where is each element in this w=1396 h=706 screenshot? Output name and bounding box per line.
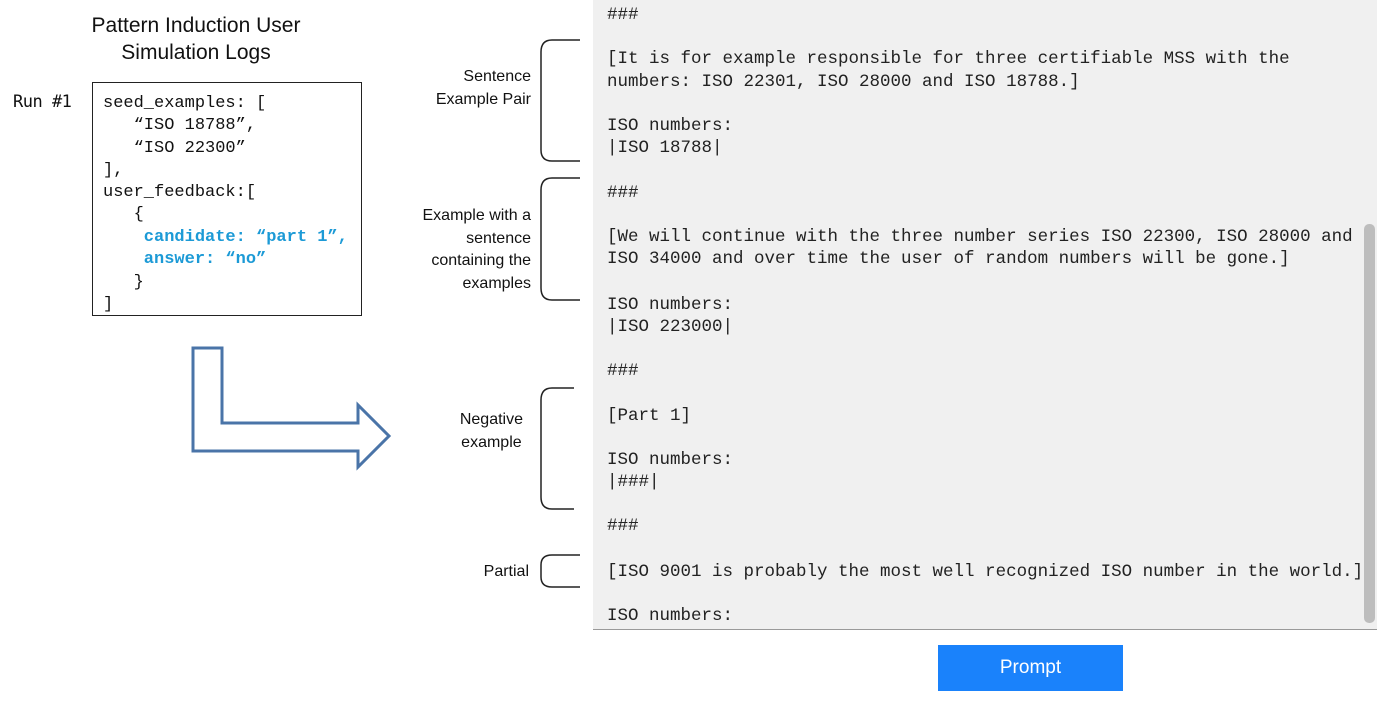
annotation-line: Example with a (422, 207, 532, 224)
code-line: ] (103, 295, 114, 314)
prompt-line: ISO numbers: (607, 116, 734, 136)
bracket-partial (540, 554, 580, 588)
code-line: { (103, 205, 144, 224)
bracket-sentence-example-pair (540, 39, 580, 162)
scrollbar-thumb[interactable] (1364, 224, 1375, 623)
code-line: seed_examples: [ (103, 94, 267, 113)
code-line: “ISO 18788”, (103, 116, 257, 135)
prompt-line: ### (607, 183, 639, 203)
bracket-negative-example (540, 387, 574, 510)
annotation-line: containing the (431, 252, 531, 269)
prompt-line: [We will continue with the three number … (607, 227, 1353, 247)
code-line: user_feedback:[ (103, 183, 257, 202)
prompt-line: ISO numbers: (607, 295, 734, 315)
annotation-line: Sentence (463, 68, 531, 85)
code-line: ], (103, 161, 124, 180)
feedback-answer: answer: “no” (103, 250, 267, 269)
annotation-example-with-sentence: Example with a sentence containing the e… (423, 205, 532, 295)
prompt-line: ISO 34000 and over time the user of rand… (607, 249, 1290, 269)
prompt-line: [Part 1] (607, 406, 692, 426)
annotation-line: Partial (483, 563, 529, 580)
logs-title-line-1: Pattern Induction User (91, 14, 301, 37)
annotation-sentence-example-pair: Sentence Example Pair (436, 66, 531, 111)
annotation-line: sentence (466, 229, 531, 247)
prompt-line: ISO numbers: (607, 606, 734, 626)
code-line: } (103, 273, 144, 292)
prompt-line: [It is for example responsible for three… (607, 49, 1290, 69)
prompt-line: ### (607, 5, 639, 25)
annotation-line: examples (462, 274, 531, 292)
annotation-negative-example: Negative example (460, 409, 523, 454)
annotation-line: example (461, 433, 522, 451)
annotation-line: Example Pair (435, 90, 531, 108)
code-line: “ISO 22300” (103, 139, 246, 158)
logs-title: Pattern Induction User Simulation Logs (60, 12, 332, 66)
bent-arrow-icon (191, 346, 392, 471)
prompt-line: [ISO 9001 is probably the most well reco… (607, 562, 1364, 582)
prompt-line: ISO numbers: (607, 450, 734, 470)
prompt-line: |###| (607, 472, 660, 492)
prompt-text-panel[interactable]: ### [It is for example responsible for t… (593, 0, 1377, 630)
prompt-line: |ISO 223000| (607, 317, 734, 337)
annotation-line: Negative (459, 411, 523, 428)
prompt-button[interactable]: Prompt (938, 645, 1123, 691)
logs-title-line-2: Simulation Logs (121, 41, 271, 64)
feedback-candidate: candidate: “part 1”, (103, 228, 348, 247)
prompt-line: ### (607, 516, 639, 536)
prompt-line: numbers: ISO 22301, ISO 28000 and ISO 18… (607, 72, 1080, 92)
bracket-example-with-sentence (540, 177, 580, 301)
log-box (92, 82, 362, 316)
run-label: Run #1 (13, 92, 72, 112)
prompt-line: |ISO 18788| (607, 138, 723, 158)
annotation-partial: Partial (484, 561, 529, 584)
prompt-line: ### (607, 361, 639, 381)
